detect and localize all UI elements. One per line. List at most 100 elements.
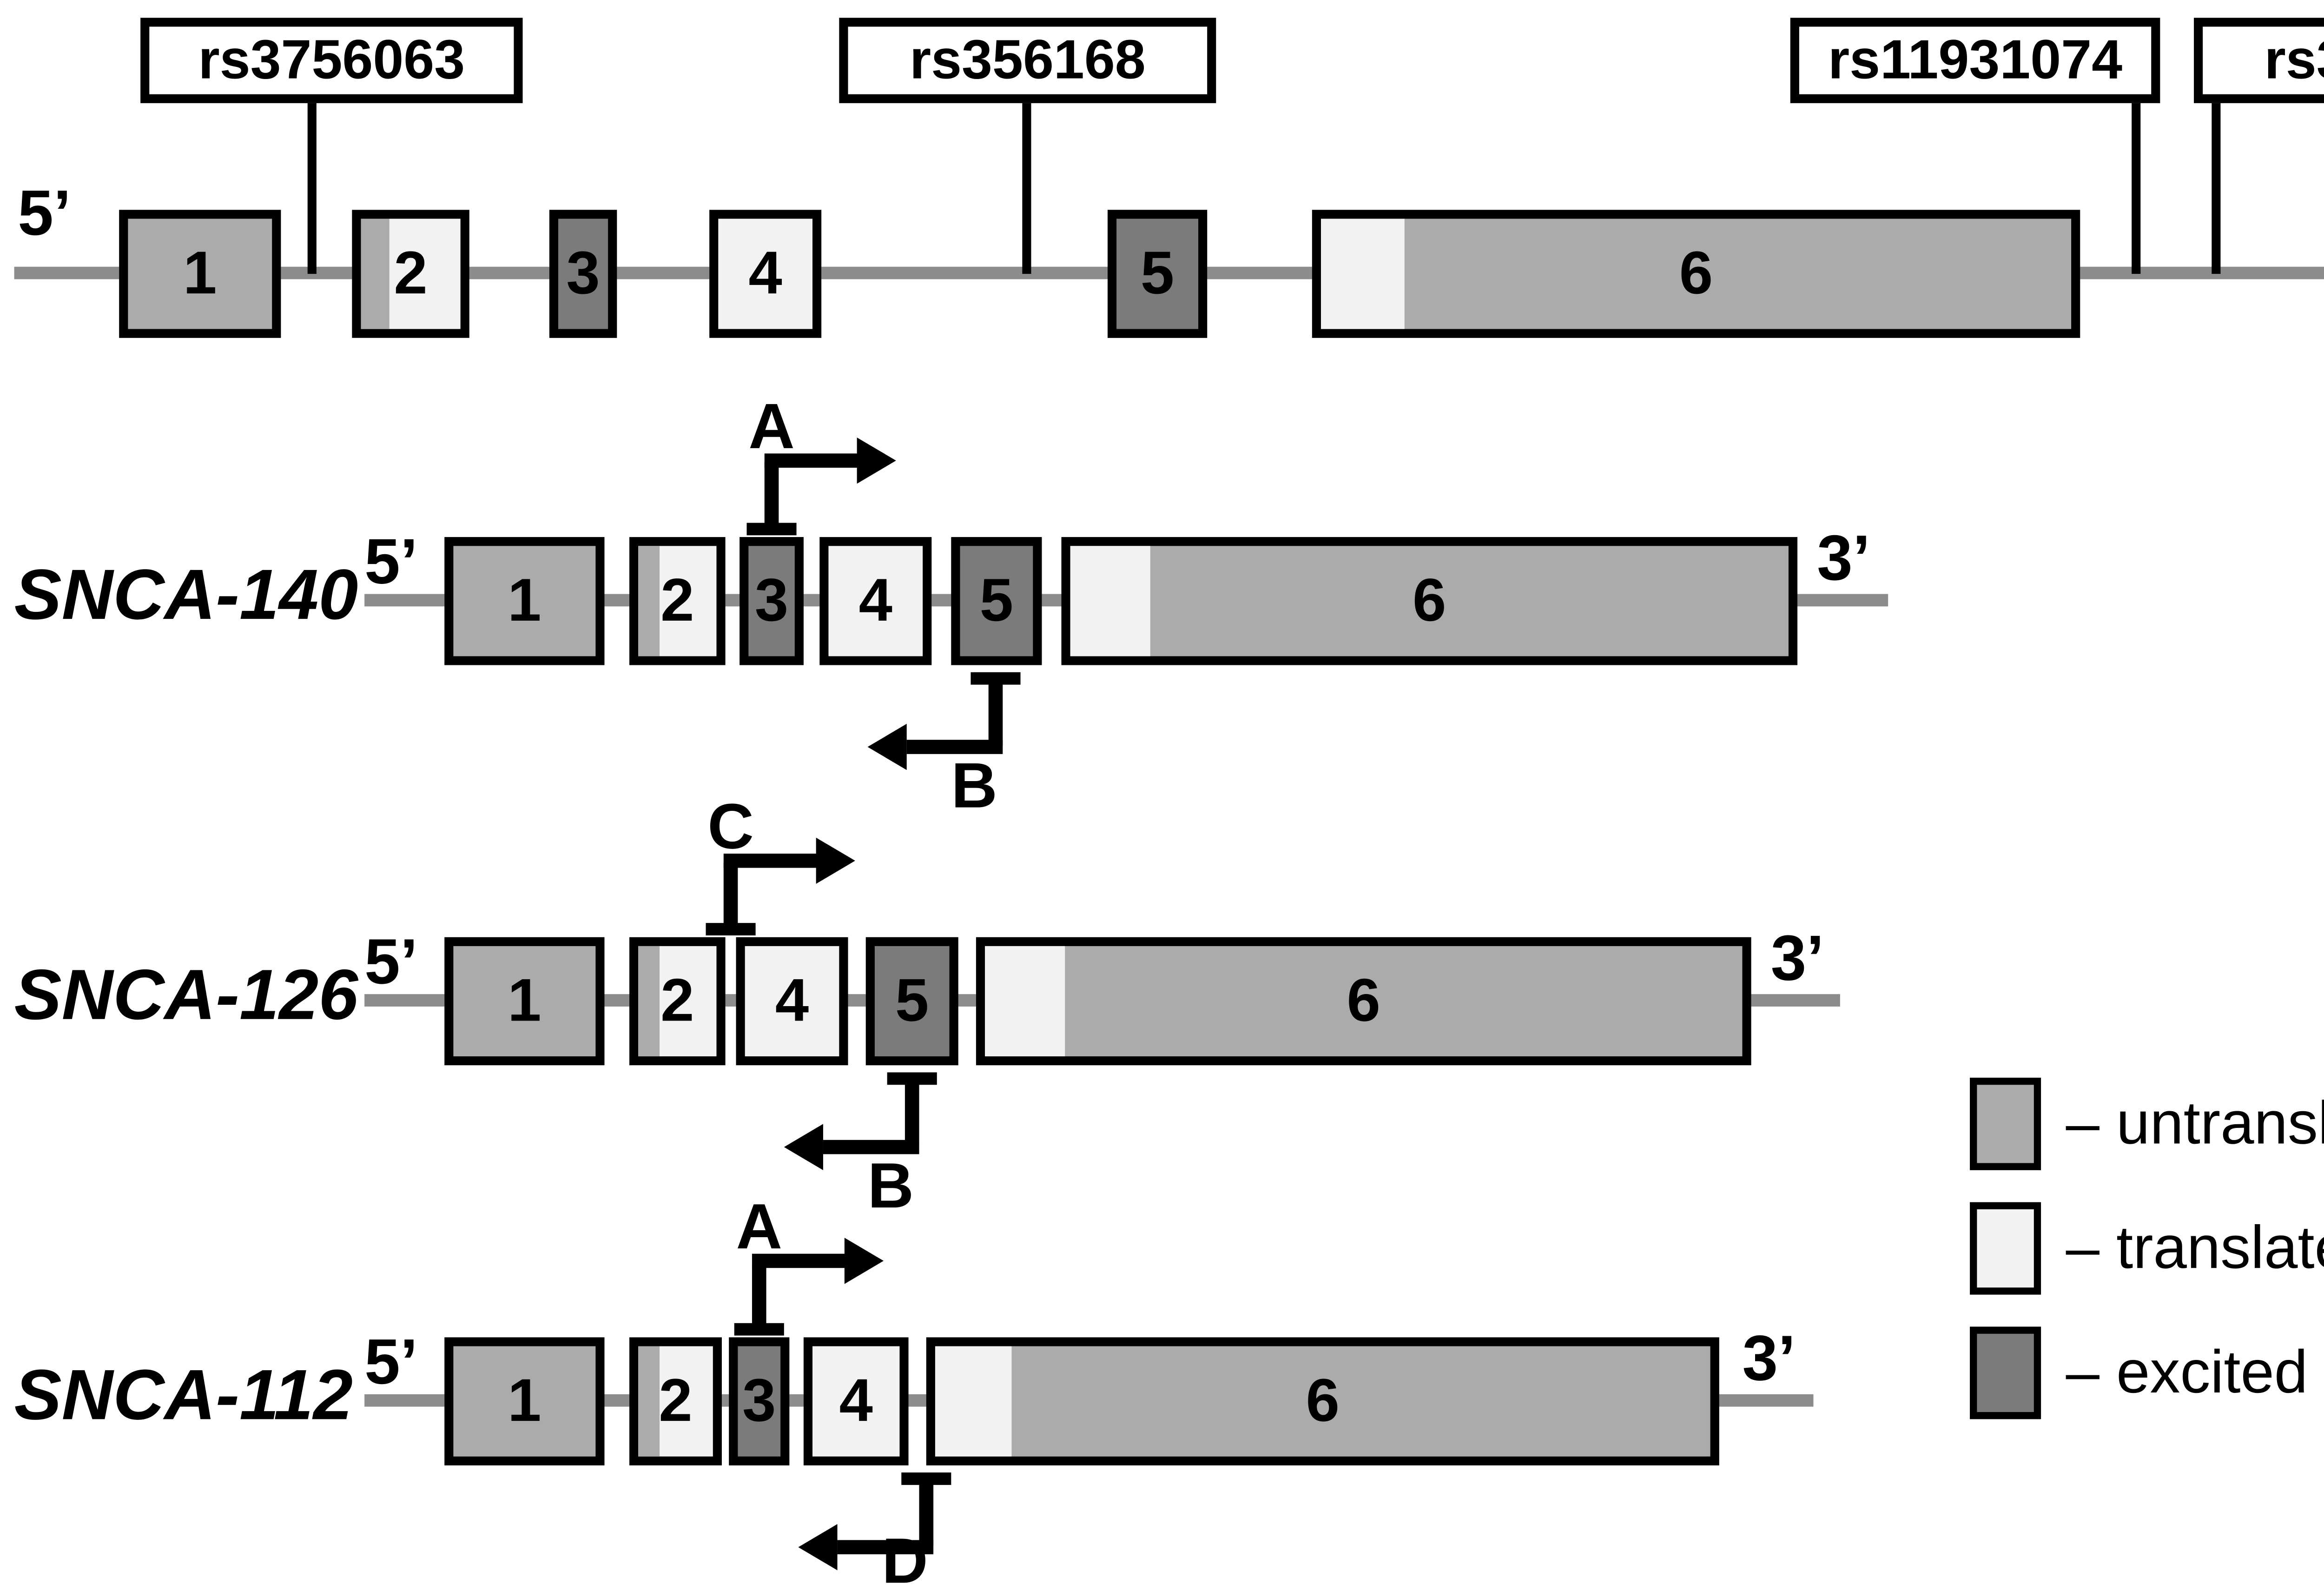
exon-2: 2 — [629, 1337, 722, 1465]
transcript-name: SNCA-112 — [14, 1357, 353, 1435]
exon-4: 4 — [803, 1337, 909, 1465]
snp-id: rs11931074 — [1828, 28, 2123, 91]
snp-label-box: rs356168 — [839, 18, 1216, 103]
exon-number: 6 — [1306, 1367, 1340, 1435]
arrowhead-right-icon — [816, 837, 855, 884]
exon-number: 5 — [895, 967, 929, 1035]
exon-6: 6 — [1061, 537, 1798, 665]
five-prime-label: 5’ — [364, 524, 418, 598]
snp-label-box: rs11931074 — [1790, 18, 2160, 103]
arrow-stem — [752, 1262, 766, 1327]
translated-sliver — [1320, 219, 1405, 329]
exon-5: 5 — [1107, 210, 1208, 338]
exon-6: 6 — [926, 1337, 1719, 1465]
arrow-stem — [764, 462, 779, 527]
arrow-stem — [905, 1081, 919, 1146]
exon-3: 3 — [739, 537, 804, 665]
exon-3: 3 — [549, 210, 617, 338]
primer-label-c: C — [707, 789, 754, 863]
arrow-stem — [919, 1481, 934, 1545]
legend-label: – untranslated region — [2066, 1090, 2324, 1158]
exon-4: 4 — [709, 210, 822, 338]
translated-swatch-icon — [1970, 1202, 2041, 1295]
exon-number: 2 — [660, 967, 694, 1035]
exon-number: 6 — [1347, 967, 1380, 1035]
untranslated-sliver — [638, 546, 660, 656]
untranslated-swatch-icon — [1970, 1077, 2041, 1170]
exon-number: 1 — [508, 967, 541, 1035]
reverse-primer-arrow-icon — [867, 672, 1045, 770]
exon-2: 2 — [629, 937, 726, 1066]
arrowhead-left-icon — [867, 723, 907, 770]
snp-id: rs356168 — [909, 28, 1146, 91]
five-prime-label: 5’ — [364, 1325, 418, 1398]
legend-item-excited: – excited exons — [1970, 1326, 2324, 1419]
arrow-stem — [988, 681, 1003, 745]
untranslated-sliver — [361, 219, 390, 329]
snp-id: rs3756063 — [198, 28, 465, 91]
primer-label-b: B — [867, 1148, 914, 1222]
exon-2: 2 — [352, 210, 469, 338]
translated-sliver — [1070, 546, 1150, 656]
exon-number: 4 — [839, 1367, 873, 1435]
exon-number: 1 — [508, 1367, 541, 1435]
arrowhead-left-icon — [798, 1524, 838, 1571]
gene-five-prime-label: 5’ — [18, 176, 72, 249]
arrow-stem — [723, 862, 738, 927]
three-prime-label: 3’ — [1770, 921, 1824, 994]
snp-connector-rs11931074 — [2132, 99, 2141, 274]
arrow-arm — [764, 453, 861, 468]
reverse-primer-arrow-icon — [784, 1072, 962, 1170]
translated-sliver — [985, 946, 1065, 1057]
five-prime-label: 5’ — [364, 925, 418, 998]
exon-number: 5 — [979, 567, 1014, 635]
exon-number: 1 — [508, 567, 541, 635]
untranslated-sliver — [638, 946, 660, 1057]
arrow-arm — [723, 854, 820, 868]
exon-number: 5 — [1140, 240, 1175, 308]
exon-2: 2 — [629, 537, 726, 665]
legend-label: – translated region — [2066, 1214, 2324, 1282]
transcript-name: SNCA-140 — [14, 557, 358, 635]
exon-number: 2 — [660, 567, 694, 635]
primer-label-a: A — [748, 389, 795, 463]
arrow-arm — [823, 1140, 919, 1154]
exon-number: 4 — [858, 567, 892, 635]
primer-label-a: A — [736, 1189, 782, 1263]
exon-number: 4 — [775, 967, 809, 1035]
exon-1: 1 — [444, 1337, 605, 1465]
exon-number: 1 — [183, 240, 217, 308]
snp-connector-rs356219 — [2212, 99, 2221, 274]
forward-primer-arrow-icon — [706, 837, 870, 935]
transcript-name: SNCA-126 — [14, 956, 358, 1035]
arrow-arm — [837, 1540, 934, 1555]
snp-label-box: rs3756063 — [140, 18, 523, 103]
forward-primer-arrow-icon — [734, 1238, 898, 1336]
exon-number: 3 — [742, 1367, 776, 1435]
exon-6: 6 — [1312, 210, 2080, 338]
exon-5: 5 — [951, 537, 1042, 665]
arrow-arm — [752, 1253, 848, 1268]
arrowhead-right-icon — [857, 437, 896, 484]
legend-item-untranslated: – untranslated region — [1970, 1077, 2324, 1170]
three-prime-label: 3’ — [1817, 521, 1871, 594]
arrow-arm — [906, 740, 1003, 754]
excited-swatch-icon — [1970, 1326, 2041, 1419]
arrowhead-right-icon — [844, 1238, 884, 1284]
exon-1: 1 — [119, 210, 281, 338]
exon-3: 3 — [729, 1337, 790, 1465]
primer-label-d: D — [882, 1524, 928, 1591]
untranslated-sliver — [638, 1346, 660, 1457]
exon-number: 3 — [754, 567, 789, 635]
snp-connector-rs356168 — [1022, 99, 1031, 274]
forward-primer-arrow-icon — [746, 437, 911, 536]
translated-sliver — [935, 1346, 1012, 1457]
exon-number: 6 — [1679, 240, 1713, 308]
three-prime-label: 3’ — [1742, 1321, 1796, 1394]
legend-label: – excited exons — [2066, 1339, 2324, 1407]
arrowhead-left-icon — [784, 1124, 823, 1170]
snp-connector-rs3756063 — [307, 99, 317, 274]
exon-1: 1 — [444, 537, 605, 665]
